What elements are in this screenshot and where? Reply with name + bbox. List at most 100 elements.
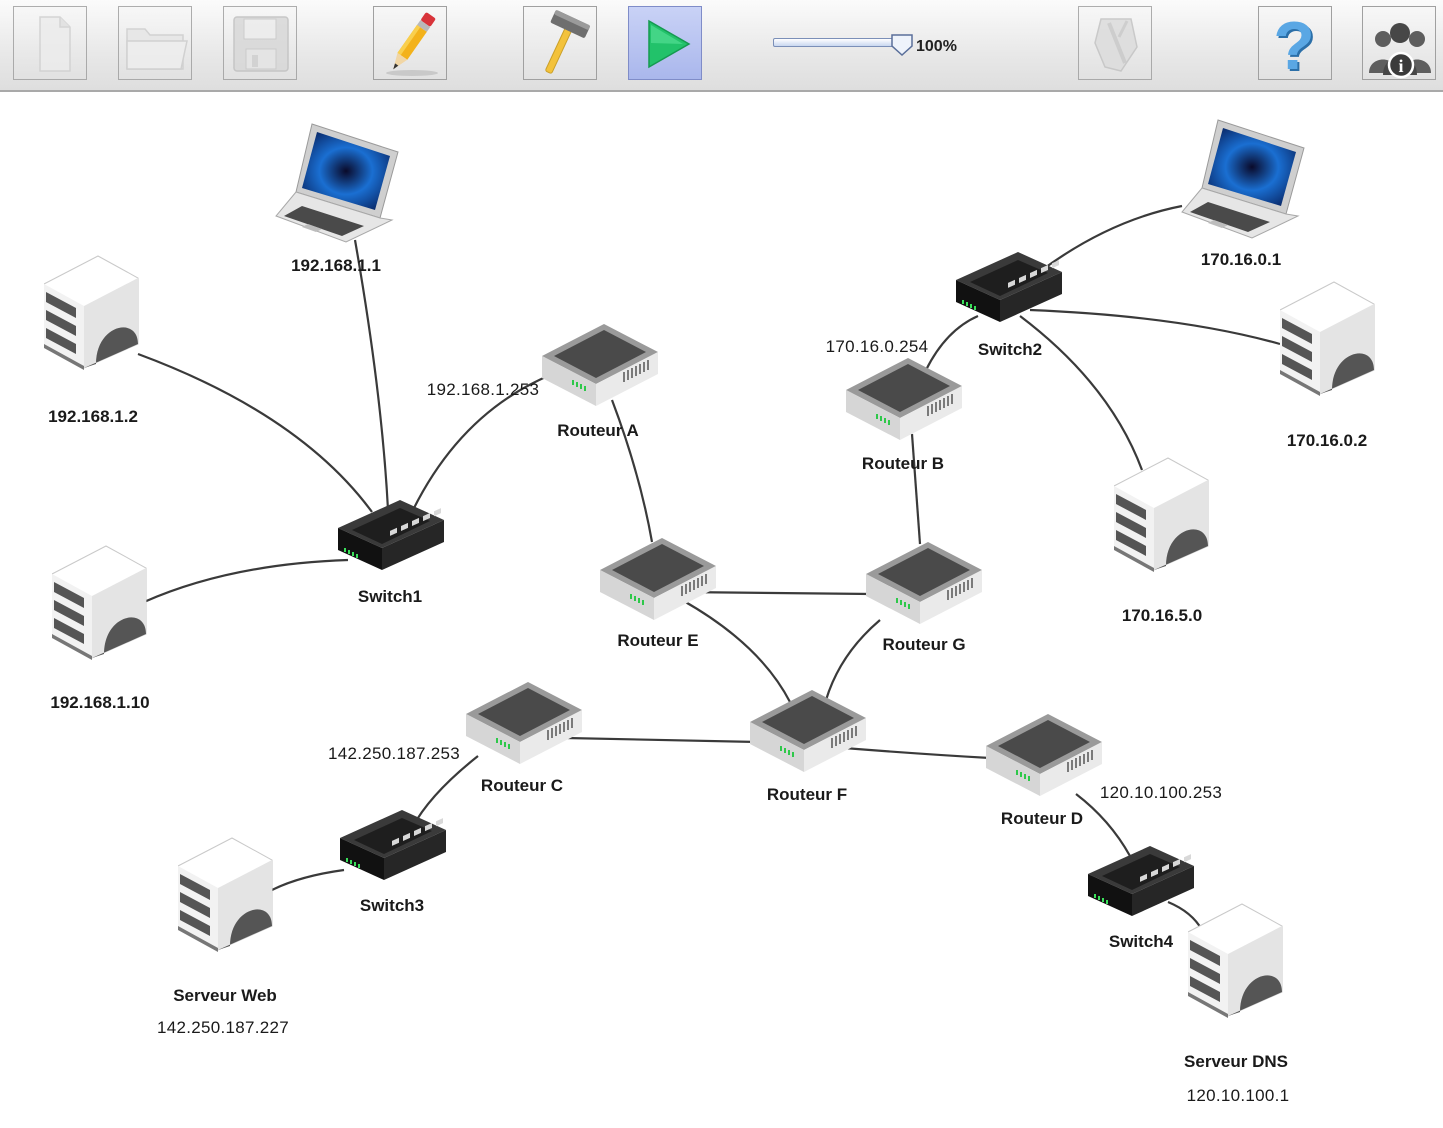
- routeur-c[interactable]: [466, 680, 584, 766]
- link-routeurg-routeurb: [910, 433, 922, 545]
- label-routeur-a: Routeur A: [557, 421, 639, 440]
- switch-icon: [1088, 846, 1194, 916]
- link-routeurg-routeurf: [824, 619, 881, 701]
- edit-mode-button[interactable]: [373, 6, 447, 80]
- label-laptop2: 170.16.0.1: [1200, 250, 1282, 269]
- router-icon: [542, 324, 658, 406]
- label-server-1650: 170.16.5.0: [1121, 606, 1203, 625]
- laptop-192-168-1-1[interactable]: [272, 122, 404, 244]
- label-laptop1: 192.168.1.1: [291, 256, 381, 275]
- simulation-mode-button[interactable]: [628, 6, 702, 80]
- server-icon: [1188, 903, 1283, 1018]
- toolbar: 100% ? ? i: [0, 0, 1443, 92]
- zoom-slider-thumb[interactable]: [890, 33, 914, 57]
- router-icon: [866, 542, 982, 624]
- router-icon: [600, 538, 716, 620]
- network-canvas[interactable]: 192.168.1.1 192.168.1.2 192.168.1.10: [0, 94, 1443, 1128]
- link-switch2-server1650: [1019, 315, 1144, 471]
- save-button[interactable]: [223, 6, 297, 80]
- ip-routeur-a: 192.168.1.253: [426, 380, 540, 399]
- label-routeur-c: Routeur C: [480, 776, 564, 795]
- laptop-icon: [1181, 119, 1305, 239]
- switch-icon: [338, 500, 444, 570]
- svg-text:i: i: [1398, 56, 1403, 76]
- link-routeurf-routeurd: [843, 746, 991, 760]
- ip-serveur-dns: 120.10.100.1: [1186, 1086, 1290, 1105]
- link-routeura-routeure: [610, 399, 654, 543]
- label-routeur-e: Routeur E: [617, 631, 699, 650]
- server-icon: [1114, 457, 1209, 572]
- router-icon: [750, 690, 866, 772]
- switch2[interactable]: [956, 250, 1064, 326]
- laptop-icon: [275, 123, 399, 243]
- label-routeur-b: Routeur B: [861, 454, 945, 473]
- laptop-170-16-0-1[interactable]: [1178, 118, 1310, 240]
- label-server-110: 192.168.1.10: [50, 693, 150, 712]
- routeur-b[interactable]: [846, 356, 964, 442]
- switch-icon: [956, 252, 1062, 322]
- routeur-a[interactable]: [542, 322, 660, 408]
- link-switch2-laptop2: [1041, 204, 1183, 271]
- link-routeurf-routeurc: [565, 736, 759, 744]
- link-switch1-routeura: [411, 374, 549, 513]
- folder-icon: [126, 28, 188, 70]
- label-server-1602: 170.16.0.2: [1286, 431, 1368, 450]
- question-mark-icon: ? ?: [1273, 8, 1317, 81]
- new-file-button[interactable]: [13, 6, 87, 80]
- build-mode-button[interactable]: [523, 6, 597, 80]
- label-routeur-d: Routeur D: [1000, 809, 1084, 828]
- floppy-disk-icon: [233, 16, 289, 72]
- about-button[interactable]: i: [1362, 6, 1436, 80]
- network-tool-button[interactable]: [1078, 6, 1152, 80]
- label-switch1: Switch1: [357, 587, 423, 606]
- label-routeur-f: Routeur F: [766, 785, 848, 804]
- ip-routeur-c: 142.250.187.253: [327, 744, 461, 763]
- ip-routeur-b: 170.16.0.254: [825, 337, 929, 356]
- network-tool-icon: [1094, 18, 1138, 72]
- label-server-12: 192.168.1.2: [48, 407, 138, 426]
- link-server110-switch1: [143, 558, 349, 604]
- label-routeur-g: Routeur G: [882, 635, 966, 654]
- server-192-168-1-10[interactable]: [52, 544, 152, 660]
- routeur-g[interactable]: [866, 540, 984, 626]
- routeur-e[interactable]: [600, 536, 718, 622]
- server-icon: [178, 837, 273, 952]
- routeur-d[interactable]: [986, 712, 1104, 798]
- server-icon: [44, 255, 139, 370]
- switch4[interactable]: [1088, 844, 1196, 920]
- link-routeure-routeurg: [679, 590, 873, 596]
- svg-text:?: ?: [1273, 8, 1315, 81]
- link-laptop1-switch1: [353, 239, 390, 511]
- server-192-168-1-2[interactable]: [44, 254, 144, 370]
- switch1[interactable]: [338, 498, 446, 574]
- ip-routeur-d: 120.10.100.253: [1099, 783, 1223, 802]
- link-routeurb-switch2: [925, 314, 979, 371]
- play-icon: [648, 19, 691, 69]
- router-icon: [986, 714, 1102, 796]
- serveur-web[interactable]: [178, 836, 278, 952]
- label-serveur-web: Serveur Web: [173, 986, 277, 1005]
- label-serveur-dns: Serveur DNS: [1184, 1052, 1288, 1071]
- link-server12-switch1: [137, 352, 373, 513]
- link-switch2-server1602: [1029, 308, 1281, 346]
- server-icon: [52, 545, 147, 660]
- ip-serveur-web: 142.250.187.227: [156, 1018, 290, 1037]
- hammer-icon: [545, 10, 590, 74]
- users-info-icon: i: [1369, 23, 1431, 79]
- serveur-dns[interactable]: [1188, 902, 1288, 1018]
- switch3[interactable]: [340, 808, 448, 884]
- server-170-16-0-2[interactable]: [1280, 280, 1380, 396]
- link-routeure-routeurf: [681, 599, 791, 703]
- router-icon: [846, 358, 962, 440]
- switch-icon: [340, 810, 446, 880]
- routeur-f[interactable]: [750, 688, 868, 774]
- label-switch3: Switch3: [359, 896, 425, 915]
- link-routeurd-switch4: [1075, 793, 1131, 857]
- help-button[interactable]: ? ?: [1258, 6, 1332, 81]
- zoom-label: 100%: [916, 38, 957, 55]
- zoom-slider-track[interactable]: [773, 38, 903, 47]
- open-folder-button[interactable]: [118, 6, 192, 80]
- server-170-16-5-0[interactable]: [1114, 456, 1214, 572]
- pencil-icon: [386, 12, 438, 76]
- router-icon: [466, 682, 582, 764]
